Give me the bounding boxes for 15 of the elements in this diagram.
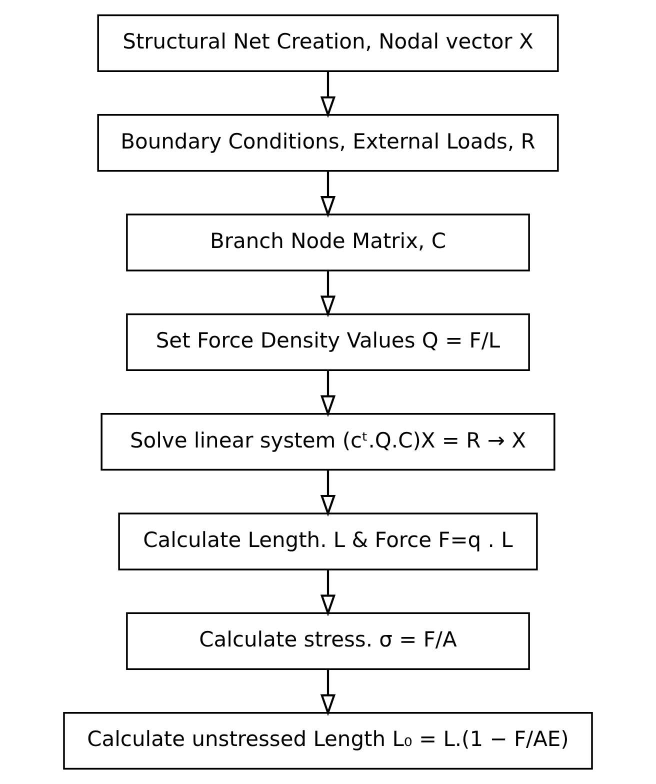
arrow	[320, 370, 336, 418]
arrow	[320, 270, 336, 318]
arrow	[320, 570, 336, 616]
node-box: Calculate stress. σ = F/A	[126, 612, 530, 670]
node-box: Calculate Length. L & Force F=q . L	[118, 512, 538, 570]
node-box: Branch Node Matrix, C	[126, 214, 530, 272]
node-box: Calculate unstressed Length L₀ = L.(1 − F/AE)	[63, 712, 593, 770]
node-box: Solve linear system (cᵗ.Q.C)X = R → X	[100, 412, 556, 471]
arrow	[320, 170, 336, 218]
arrow	[320, 71, 336, 118]
arrow	[320, 669, 336, 716]
arrow	[320, 470, 336, 517]
node-box: Boundary Conditions, External Loads, R	[97, 114, 559, 172]
node-box: Set Force Density Values Q = F/L	[126, 313, 530, 372]
node-box: Structural Net Creation, Nodal vector X	[97, 14, 559, 72]
